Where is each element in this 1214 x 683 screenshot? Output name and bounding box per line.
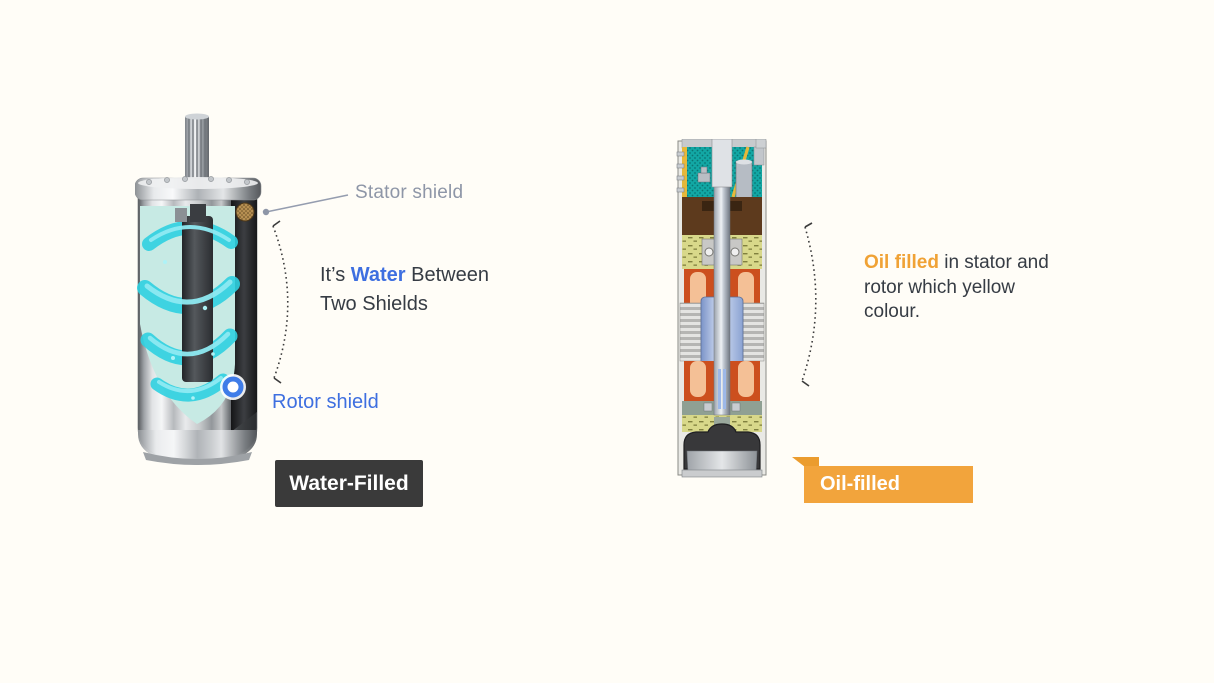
oil-caption-line3: colour. <box>864 301 920 322</box>
oil-caption-highlight: Oil filled <box>864 252 939 273</box>
oil-ribbon-fold <box>792 457 819 467</box>
water-filled-badge-label: Water-Filled <box>289 471 409 495</box>
oil-motor-image <box>676 139 767 478</box>
water-caption-part2: Between <box>405 264 489 286</box>
water-caption-part1: It’s <box>320 264 351 286</box>
rotor-shield-marker-halo <box>220 374 246 400</box>
rotor-shield-label: Rotor shield <box>272 391 379 413</box>
rotor-shield-marker <box>222 376 244 398</box>
oil-caption-part2: in stator and <box>938 252 1049 273</box>
water-motor-image <box>135 113 262 465</box>
oil-filled-badge: Oil-filled <box>804 466 973 503</box>
water-caption-line2: Two Shields <box>320 293 428 315</box>
stator-winding-mesh <box>235 202 255 222</box>
water-caption-highlight: Water <box>350 264 406 286</box>
oil-caption: Oil filled in stator and rotor which yel… <box>864 251 1064 325</box>
oil-filled-badge-label: Oil-filled <box>820 473 900 495</box>
water-brace-arc <box>272 220 289 384</box>
oil-brace-arc <box>801 222 817 387</box>
stator-shield-label: Stator shield <box>355 182 464 203</box>
water-filled-badge: Water-Filled <box>275 460 423 507</box>
stator-leader-line <box>262 194 349 216</box>
oil-caption-line2: rotor which yellow <box>864 276 1015 298</box>
water-caption: It’s Water Between Two Shields <box>320 261 510 319</box>
